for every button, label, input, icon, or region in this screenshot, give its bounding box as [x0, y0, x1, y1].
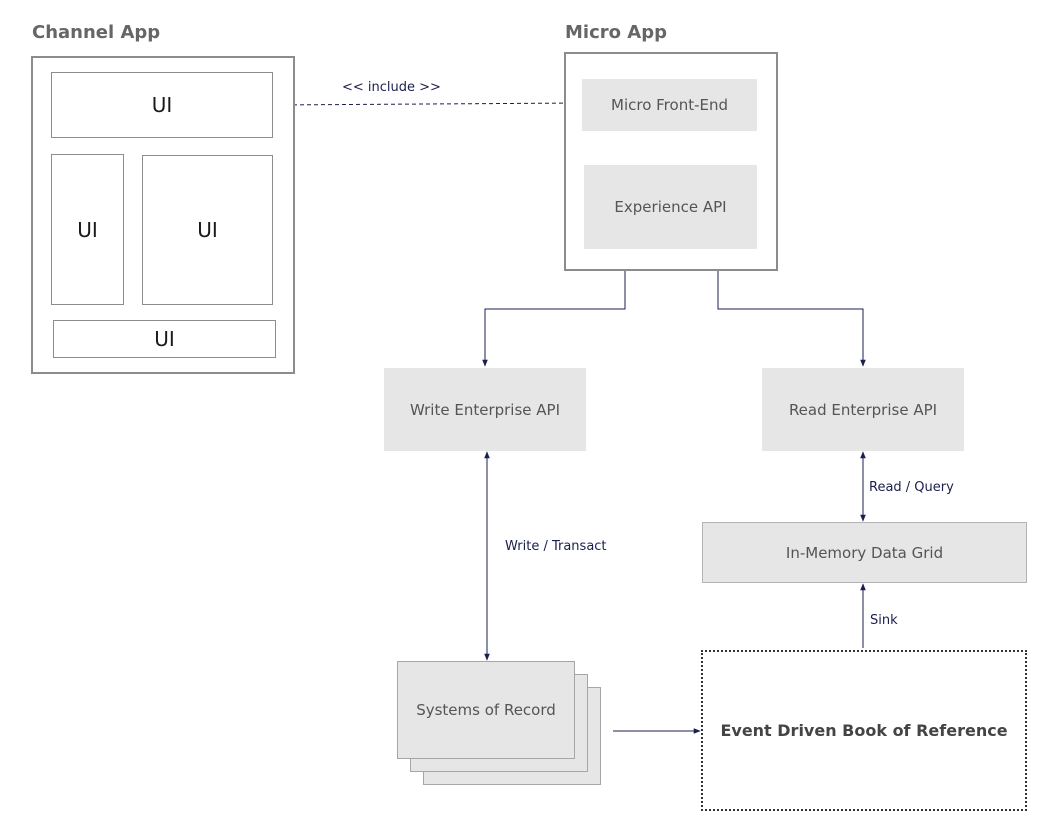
micro-front-end-box: Micro Front-End [582, 79, 757, 131]
in-memory-data-grid-box: In-Memory Data Grid [702, 522, 1027, 583]
channel-ui-right: UI [142, 155, 273, 305]
experience-api-box: Experience API [584, 165, 757, 249]
read-enterprise-api-box: Read Enterprise API [762, 368, 964, 451]
include-label: << include >> [342, 80, 441, 95]
micro-app-title: Micro App [565, 22, 667, 43]
channel-ui-top: UI [51, 72, 273, 138]
write-enterprise-api-box: Write Enterprise API [384, 368, 586, 451]
event-driven-book-of-reference-box: Event Driven Book of Reference [701, 650, 1027, 811]
write-transact-label: Write / Transact [505, 539, 607, 554]
channel-ui-left: UI [51, 154, 124, 305]
read-query-label: Read / Query [869, 480, 954, 495]
experience-write-connector [482, 249, 628, 367]
systems-of-record-box: Systems of Record [397, 661, 575, 759]
experience-read-connector [715, 249, 866, 367]
channel-app-title: Channel App [32, 22, 161, 43]
sink-label: Sink [870, 613, 898, 628]
include-connector [271, 102, 583, 106]
channel-ui-bottom: UI [53, 320, 276, 358]
